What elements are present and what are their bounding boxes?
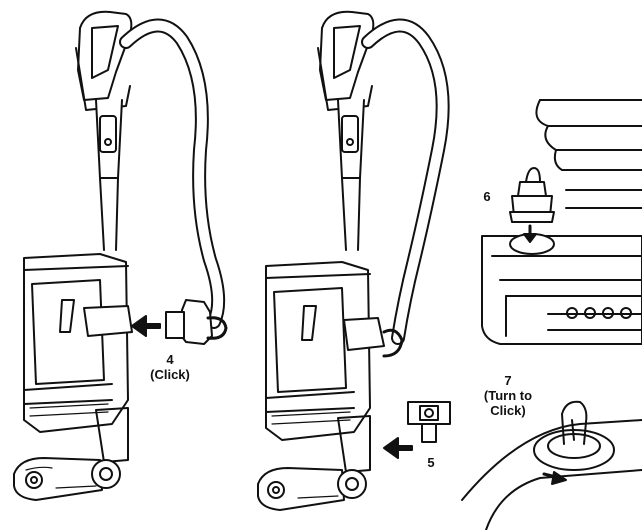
- vacuum-left: [13, 10, 226, 501]
- detail-step6: [481, 99, 642, 345]
- step7-note-line1: (Turn to: [483, 388, 533, 403]
- arrow-step5: [383, 437, 413, 459]
- step5-label: 5: [424, 455, 438, 470]
- step4-number: 4: [166, 352, 174, 367]
- step7-number: 7: [504, 373, 512, 388]
- accessory-step5: [407, 401, 451, 443]
- step7-label: 7 (Turn to Click): [472, 373, 544, 418]
- step4-label: 4 (Click): [144, 352, 196, 382]
- step4-note: (Click): [150, 367, 190, 382]
- detail-step7: [461, 400, 642, 530]
- step6-label: 6: [480, 189, 494, 204]
- vacuum-middle: [257, 10, 450, 511]
- step6-number: 6: [483, 189, 491, 204]
- step5-number: 5: [427, 455, 435, 470]
- hose-attachment-step4: [165, 299, 228, 345]
- step7-note-line2: Click): [490, 403, 526, 418]
- arrow-step4: [131, 315, 161, 337]
